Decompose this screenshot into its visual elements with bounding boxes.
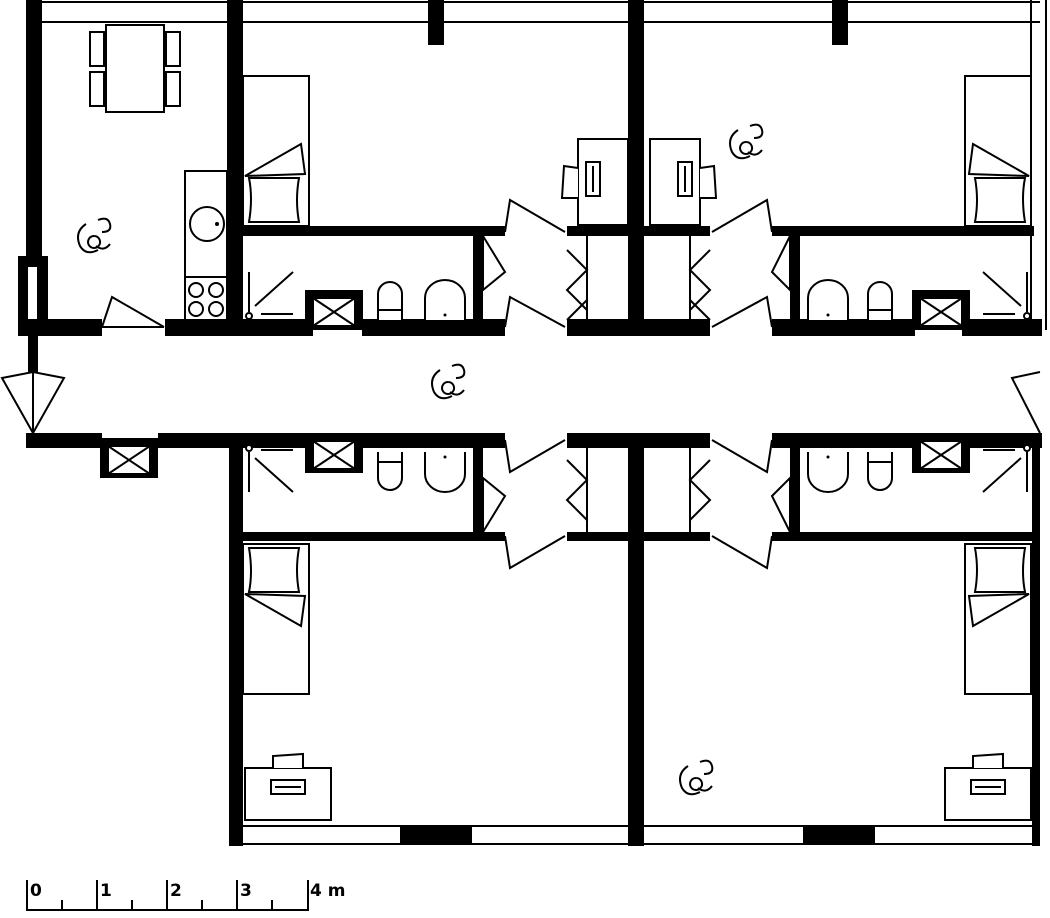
shower-icon <box>245 271 294 320</box>
doors[interactable] <box>0 198 1041 570</box>
basin-icon <box>807 279 849 321</box>
shower-icon <box>982 444 1031 493</box>
desk-icon <box>244 753 332 821</box>
scale-label-1: 1 <box>100 881 112 901</box>
dining-table <box>89 24 181 113</box>
top-facade <box>40 0 1040 45</box>
shaft-icon <box>304 289 364 331</box>
bed-icon <box>242 543 310 695</box>
walls <box>18 0 1047 846</box>
person-icon <box>679 759 714 796</box>
toilet-icon <box>867 281 893 321</box>
toilet-icon <box>867 451 893 491</box>
desk-icon <box>944 753 1032 821</box>
bed-icon <box>242 75 310 227</box>
person-icon <box>729 123 764 160</box>
toilet-icon <box>377 451 403 491</box>
shaft-icon <box>911 289 971 331</box>
person-icon <box>431 363 466 400</box>
bed-icon <box>964 75 1032 227</box>
shower-icon <box>982 271 1031 320</box>
basin-icon <box>424 279 466 321</box>
shaft-icon <box>99 437 159 479</box>
kitchen-door[interactable] <box>101 296 165 328</box>
person-icon <box>77 217 112 254</box>
scale-label-3: 3 <box>240 881 252 901</box>
desk-upper-right <box>649 138 718 226</box>
basin-icon <box>807 451 849 493</box>
shaft-icon <box>911 432 971 474</box>
scale-bar: 0 1 2 3 4 m <box>26 880 345 911</box>
bed-icon <box>964 543 1032 695</box>
scale-label-0: 0 <box>30 881 42 901</box>
scale-label-4: 4 m <box>310 881 345 901</box>
basin-icon <box>424 451 466 493</box>
shower-icon <box>245 444 294 493</box>
scale-label-2: 2 <box>170 881 182 901</box>
kitchen-counter <box>184 170 228 321</box>
desk-upper-left <box>560 138 629 226</box>
toilet-icon <box>377 281 403 321</box>
shaft-icon <box>304 432 364 474</box>
